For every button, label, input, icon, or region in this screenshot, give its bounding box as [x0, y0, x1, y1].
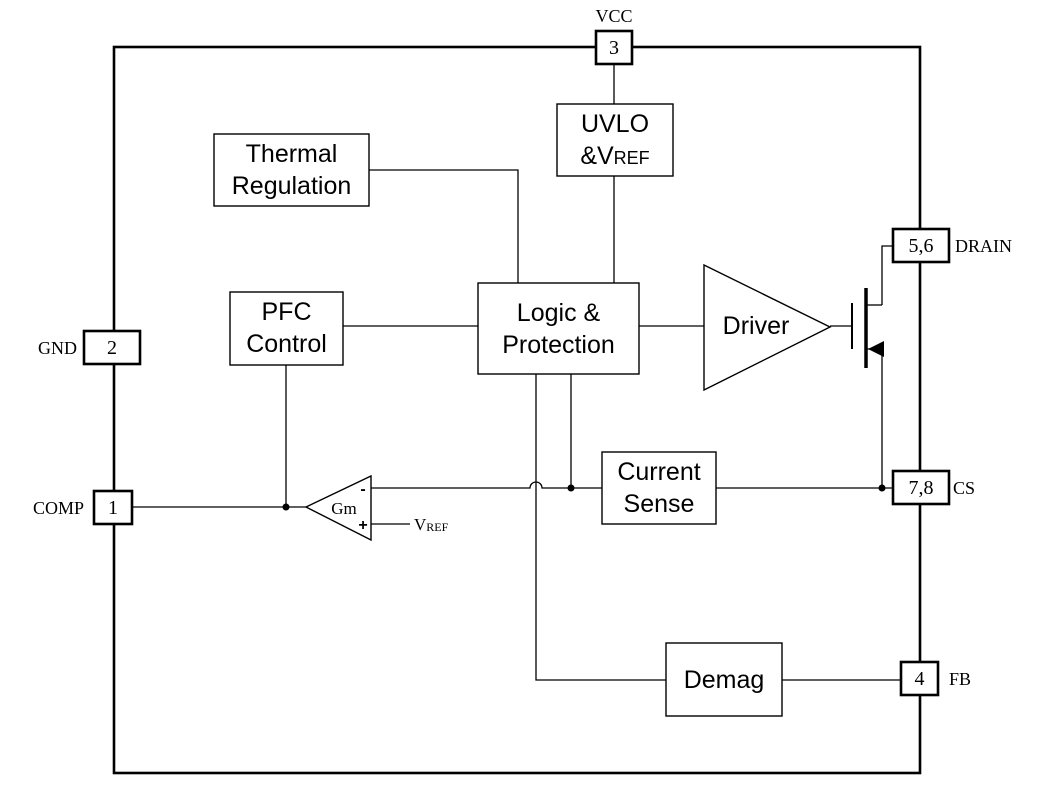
current-sense-label-line1: Current	[617, 458, 700, 486]
demag-label: Demag	[684, 666, 765, 694]
junction-dot-comp	[282, 503, 290, 511]
pfc-control-block: PFC Control	[229, 291, 344, 366]
thermal-regulation-block: Thermal Regulation	[213, 133, 370, 207]
uvlo-label-line1: UVLO	[581, 110, 649, 138]
pin-cs-name: CS	[953, 478, 975, 498]
mosfet-symbol	[851, 288, 884, 368]
pin-vcc: 3 VCC	[594, 6, 634, 66]
chip-outline	[112, 45, 922, 775]
vref-label: VREF	[414, 515, 449, 534]
junction-dot-logic	[567, 484, 575, 492]
uvlo-label-line2: &VREF	[580, 142, 649, 170]
driver-label: Driver	[723, 312, 790, 340]
gm-label: Gm	[331, 499, 357, 518]
pin-comp-number: 1	[108, 497, 118, 519]
logic-protection-block: Logic & Protection	[477, 282, 640, 375]
gm-minus-sign: -	[360, 481, 365, 498]
current-sense-label-line2: Sense	[624, 490, 695, 518]
connection-wires	[132, 64, 901, 681]
pin-vcc-number: 3	[609, 37, 619, 59]
pin-cs: 7,8 CS	[891, 469, 975, 506]
logic-label-line1: Logic &	[517, 299, 601, 327]
pin-vcc-name: VCC	[595, 6, 632, 26]
logic-label-line2: Protection	[502, 331, 615, 359]
gm-amplifier: Gm - +	[304, 474, 372, 542]
gm-plus-sign: +	[358, 517, 367, 534]
pin-fb: 4 FB	[899, 660, 971, 697]
pfc-label-line2: Control	[246, 330, 327, 358]
pin-comp-name: COMP	[33, 498, 84, 518]
pin-comp: 1 COMP	[33, 489, 134, 526]
pin-fb-name: FB	[949, 669, 971, 689]
pin-fb-number: 4	[915, 668, 925, 690]
uvlo-vref-block: UVLO &VREF	[556, 103, 674, 177]
pin-drain: 5,6 DRAIN	[891, 227, 1012, 264]
pin-gnd-number: 2	[107, 337, 117, 359]
driver-block: Driver	[703, 263, 832, 392]
pin-cs-number: 7,8	[909, 477, 934, 499]
demag-block: Demag	[665, 642, 783, 717]
pin-gnd-name: GND	[38, 338, 77, 358]
thermal-label-line2: Regulation	[232, 172, 352, 200]
junction-dot-cs	[878, 484, 886, 492]
pfc-label-line1: PFC	[262, 298, 312, 326]
current-sense-block: Current Sense	[601, 451, 717, 525]
thermal-label-line1: Thermal	[246, 140, 338, 168]
pin-drain-number: 5,6	[909, 235, 934, 257]
pin-gnd: 2 GND	[38, 329, 142, 366]
pin-drain-name: DRAIN	[955, 236, 1012, 256]
